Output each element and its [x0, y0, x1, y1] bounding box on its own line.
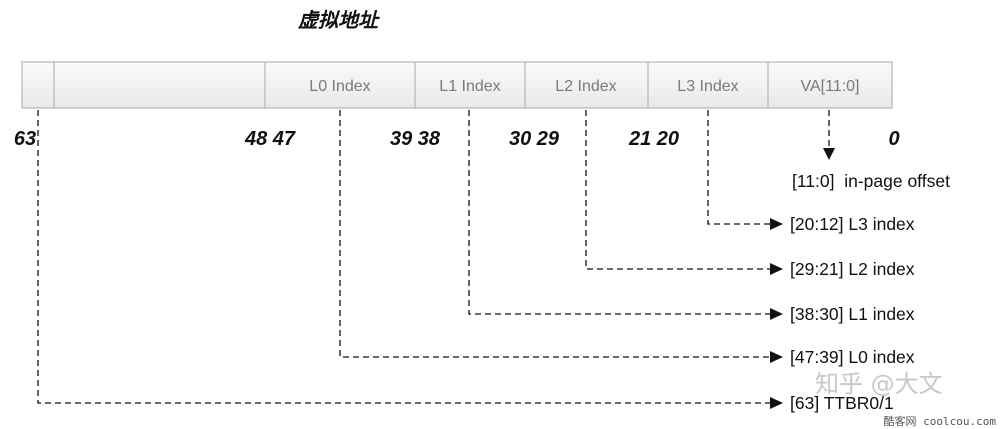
field-cell-reserved [53, 61, 266, 109]
watermark-site: 酷客网 coolcou.com [884, 414, 997, 428]
field-cell-l0-index: L0 Index [264, 61, 416, 109]
connector-l1 [468, 110, 783, 320]
field-cell-l2-index: L2 Index [524, 61, 649, 109]
arrow-head-icon [770, 308, 783, 320]
mapping-ttbr: [63] TTBR0/1 [790, 393, 894, 413]
field-cell-bit63 [21, 61, 55, 109]
bit-label-39-38: 39 38 [390, 128, 441, 150]
bit-label-30-29: 30 29 [509, 128, 560, 150]
field-cell-l1-index: L1 Index [414, 61, 526, 109]
mapping-l1: [38:30] L1 index [790, 304, 915, 324]
arrow-head-icon [823, 148, 835, 160]
connector-l3 [707, 110, 783, 230]
bit-label-48-47: 48 47 [244, 128, 296, 150]
arrow-head-icon [770, 218, 783, 230]
field-cell-page-offset: VA[11:0] [767, 61, 893, 109]
arrow-head-icon [770, 351, 783, 363]
field-label-l3: L3 Index [677, 78, 738, 95]
field-label-l1: L1 Index [439, 78, 500, 95]
bit-label-0: 0 [888, 128, 899, 150]
field-label-l0: L0 Index [309, 78, 370, 95]
mapping-l0: [47:39] L0 index [790, 347, 915, 367]
mapping-l3: [20:12] L3 index [790, 214, 915, 234]
bit-position-labels: 63 48 47 39 38 30 29 21 20 0 [14, 128, 900, 150]
connector-l2 [585, 110, 783, 275]
mapping-offset: [11:0] in-page offset [792, 171, 950, 191]
arrow-head-icon [770, 263, 783, 275]
connector-offset [823, 110, 835, 160]
connector-l0 [339, 110, 783, 363]
va-field-row: L0 Index L1 Index L2 Index L3 Index VA[1… [21, 61, 893, 109]
bit-label-63: 63 [14, 128, 36, 150]
diagram-title: 虚拟地址 [298, 8, 380, 32]
field-label-l2: L2 Index [555, 78, 616, 95]
arrow-head-icon [770, 397, 783, 409]
connector-ttbr [37, 110, 783, 409]
bit-label-21-20: 21 20 [628, 128, 679, 150]
field-cell-l3-index: L3 Index [647, 61, 769, 109]
mapping-labels: [11:0] in-page offset [20:12] L3 index [… [790, 171, 950, 413]
watermark-text: 知乎 @大文 [815, 370, 943, 398]
mapping-l2: [29:21] L2 index [790, 259, 915, 279]
field-label-offset: VA[11:0] [801, 78, 860, 95]
